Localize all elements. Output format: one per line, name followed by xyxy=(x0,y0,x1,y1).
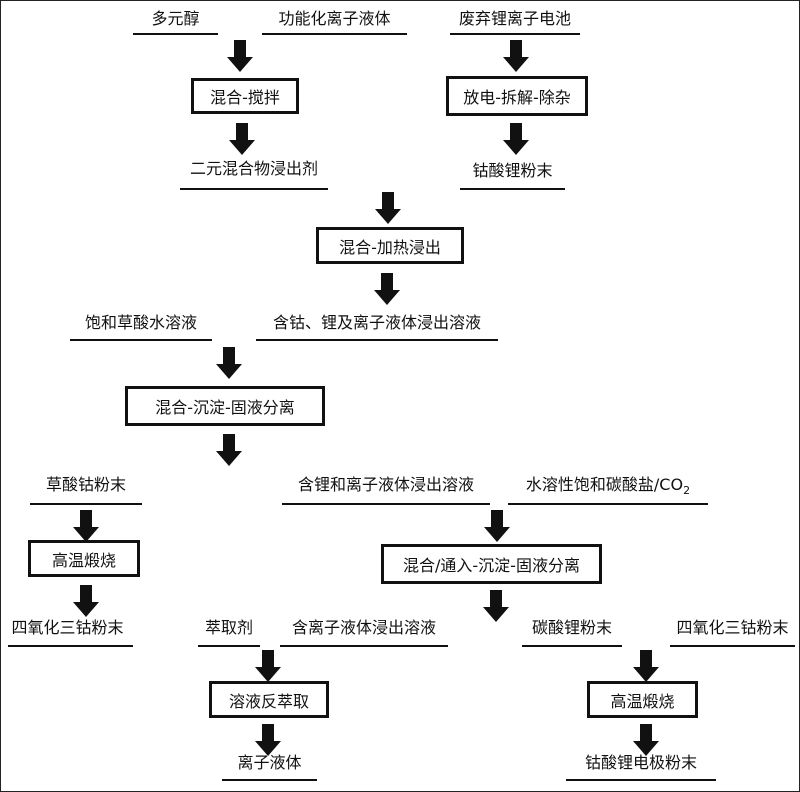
underline-leach-il xyxy=(280,645,448,647)
underline-waste-battery xyxy=(450,33,580,35)
process-calcine-right: 高温煅烧 xyxy=(587,681,698,718)
label-cobalt-oxalate: 草酸钴粉末 xyxy=(45,475,126,494)
label-polyol: 多元醇 xyxy=(151,9,200,28)
label-leach-il: 含离子液体浸出溶液 xyxy=(291,618,436,637)
label-co3o4-in: 四氧化三钴粉末 xyxy=(676,618,789,637)
arrow-down-icon xyxy=(227,40,253,72)
arrow-down-icon xyxy=(73,510,99,542)
arrow-down-icon xyxy=(255,650,281,682)
underline-extractant xyxy=(198,645,260,647)
process-mix-stir: 混合-搅拌 xyxy=(191,78,299,114)
label-binary-leachant: 二元混合物浸出剂 xyxy=(189,159,318,178)
arrow-down-icon xyxy=(73,585,99,617)
carbonate-subscript: 2 xyxy=(683,484,691,498)
process-calcine-left: 高温煅烧 xyxy=(28,540,140,577)
arrow-down-icon xyxy=(503,40,529,72)
process-mix-precip: 混合-沉淀-固液分离 xyxy=(125,386,325,426)
arrow-down-icon xyxy=(229,123,255,155)
arrow-down-icon xyxy=(216,434,242,466)
arrow-down-icon xyxy=(633,724,659,756)
underline-leach-li xyxy=(282,503,490,505)
process-mix-heat: 混合-加热浸出 xyxy=(316,227,464,264)
label-leach-co-li: 含钴、锂及离子液体浸出溶液 xyxy=(272,313,481,332)
carbonate-text: 水溶性饱和碳酸盐/CO xyxy=(525,475,684,494)
arrow-down-icon xyxy=(633,650,659,682)
arrow-down-icon xyxy=(216,347,242,379)
underline-cobalt-oxalate xyxy=(30,503,142,505)
label-carbonate: 水溶性饱和碳酸盐/CO2 xyxy=(508,475,708,501)
arrow-down-icon xyxy=(484,510,510,542)
label-waste-battery: 废弃锂离子电池 xyxy=(458,9,571,28)
arrow-down-icon xyxy=(503,123,529,155)
underline-carbonate xyxy=(508,503,708,505)
label-leach-li: 含锂和离子液体浸出溶液 xyxy=(297,475,474,494)
label-functional-il: 功能化离子液体 xyxy=(278,9,391,28)
underline-co3o4-out xyxy=(8,645,133,647)
underline-saturated-oxalic xyxy=(70,339,212,341)
label-saturated-oxalic: 饱和草酸水溶液 xyxy=(84,313,197,332)
process-back-extract: 溶液反萃取 xyxy=(209,681,329,718)
label-licoo2-powder: 钴酸锂粉末 xyxy=(472,161,553,180)
underline-functional-il xyxy=(262,33,407,35)
process-mix-vent: 混合/通入-沉淀-固液分离 xyxy=(381,544,602,584)
underline-polyol xyxy=(133,33,218,35)
underline-binary-leachant xyxy=(180,188,328,190)
underline-cathode-powder xyxy=(566,779,716,781)
label-cathode-powder: 钴酸锂电极粉末 xyxy=(584,753,697,772)
label-co3o4-out: 四氧化三钴粉末 xyxy=(11,618,124,637)
arrow-down-icon xyxy=(374,273,400,305)
arrow-down-icon xyxy=(483,590,509,622)
process-discharge: 放电-拆解-除杂 xyxy=(446,76,588,116)
underline-licoo2-powder xyxy=(460,188,565,190)
underline-co3o4-in xyxy=(670,645,795,647)
arrow-down-icon xyxy=(255,724,281,756)
arrow-down-icon xyxy=(375,192,401,224)
underline-li2co3 xyxy=(522,645,622,647)
label-ionic-liquid: 离子液体 xyxy=(237,753,302,772)
underline-leach-co-li xyxy=(256,339,498,341)
label-li2co3: 碳酸锂粉末 xyxy=(531,618,612,637)
underline-ionic-liquid xyxy=(222,779,317,781)
label-extractant: 萃取剂 xyxy=(204,618,253,637)
